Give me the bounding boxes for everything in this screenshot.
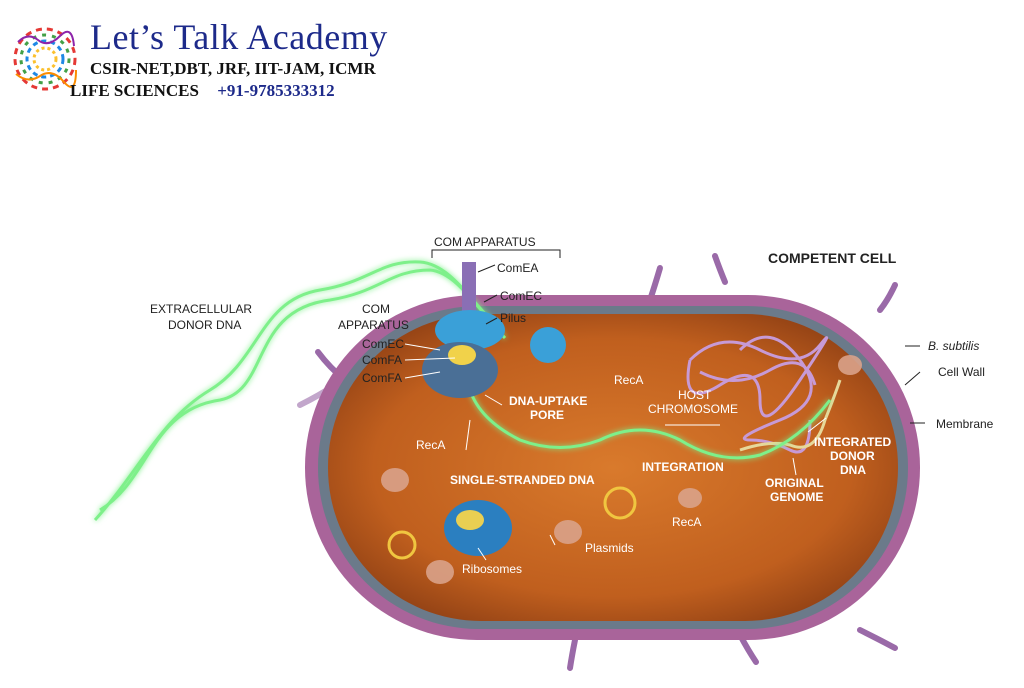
label-pore-2: PORE	[530, 408, 564, 422]
label-integrated-3: DNA	[840, 463, 866, 477]
label-original-2: GENOME	[770, 490, 823, 504]
label-host-2: CHROMOSOME	[648, 402, 738, 416]
label-membrane: Membrane	[936, 417, 994, 431]
leader-lines	[404, 249, 925, 561]
label-reca-1: RecA	[614, 373, 643, 387]
comfa-protein	[448, 345, 476, 365]
label-comec-top: ComEC	[500, 289, 542, 303]
label-com-app-2: APPARATUS	[338, 318, 409, 332]
brand-phone: +91-9785333312	[217, 81, 335, 100]
label-comec-left: ComEC	[362, 337, 404, 351]
label-b-subtilis: B. subtilis	[928, 339, 979, 353]
single-stranded-dna	[468, 389, 832, 460]
label-ribosomes: Ribosomes	[462, 562, 522, 576]
label-com-app-1: COM	[362, 302, 390, 316]
label-original-1: ORIGINAL	[765, 476, 824, 490]
brand-life-sciences: LIFE SCIENCES	[70, 81, 199, 100]
comea-protein	[435, 310, 505, 350]
brand-subtitle: CSIR-NET,DBT, JRF, IIT-JAM, ICMR	[90, 59, 376, 78]
label-comfa-2: ComFA	[362, 371, 402, 385]
label-host-1: HOST	[678, 388, 712, 402]
label-integrated-1: INTEGRATED	[814, 435, 891, 449]
extracellular-donor-dna	[93, 260, 507, 522]
label-cell-wall: Cell Wall	[938, 365, 985, 379]
label-comfa-1: ComFA	[362, 353, 402, 367]
comec-protein	[422, 342, 498, 398]
label-plasmids: Plasmids	[585, 541, 634, 555]
academy-logo-icon	[13, 27, 77, 91]
ribosome-cluster	[444, 500, 512, 556]
label-com-apparatus-top: COM APPARATUS	[434, 235, 536, 249]
brand-title: Let’s Talk Academy	[90, 17, 388, 57]
label-integrated-2: DONOR	[830, 449, 875, 463]
label-pilus: Pilus	[500, 311, 526, 325]
brand-header: Let’s Talk Academy CSIR-NET,DBT, JRF, II…	[0, 0, 460, 110]
com-apparatus	[422, 262, 566, 398]
brand-contact-line: LIFE SCIENCES +91-9785333312	[70, 81, 335, 101]
ribosomes-group	[381, 355, 862, 584]
pilus-shaft	[462, 262, 476, 322]
label-extracellular-2: DONOR DNA	[168, 318, 241, 332]
label-competent-cell: COMPETENT CELL	[768, 250, 897, 266]
label-comea: ComEA	[497, 261, 538, 275]
original-genome-strand	[739, 379, 842, 452]
label-ssdna: SINGLE-STRANDED DNA	[450, 473, 595, 487]
host-chromosome	[686, 335, 829, 454]
label-reca-3: RecA	[672, 515, 701, 529]
label-pore-1: DNA-UPTAKE	[509, 394, 587, 408]
plasmids-group	[387, 486, 637, 560]
label-extracellular-1: EXTRACELLULAR	[150, 302, 252, 316]
uptake-pore-protein	[530, 327, 566, 363]
label-integration: INTEGRATION	[642, 460, 724, 474]
label-reca-2: RecA	[416, 438, 445, 452]
